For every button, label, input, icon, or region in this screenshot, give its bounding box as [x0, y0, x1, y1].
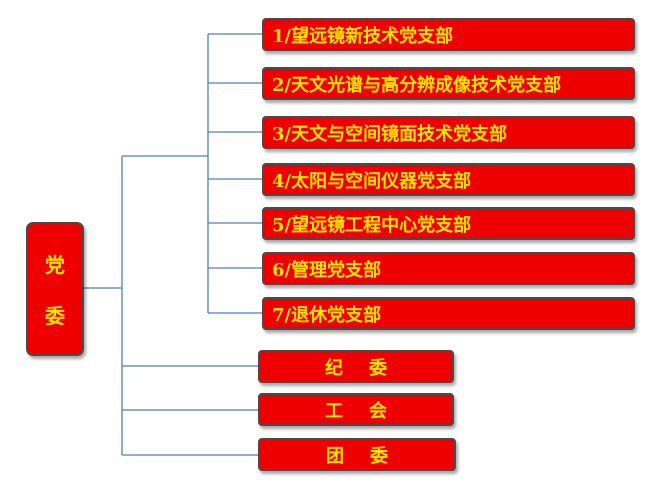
dept-node-6: 6/管理党支部 [262, 252, 635, 285]
dept-label: 1/望远镜新技术党支部 [272, 25, 454, 47]
dept-label: 6/管理党支部 [272, 259, 382, 281]
party-committee-char-1: 党 [45, 253, 65, 277]
dept-label: 5/望远镜工程中心党支部 [272, 214, 472, 236]
org-char-1: 团 [326, 445, 344, 467]
dept-label: 3/天文与空间镜面技术党支部 [272, 123, 508, 145]
org-char-1: 纪 [325, 357, 343, 379]
party-committee-node: 党 委 [26, 222, 84, 356]
dept-node-1: 1/望远镜新技术党支部 [262, 18, 635, 51]
labor-union-node: 工 会 [258, 393, 454, 426]
dept-label: 7/退休党支部 [272, 304, 382, 326]
org-char-2: 会 [369, 400, 387, 422]
dept-node-3: 3/天文与空间镜面技术党支部 [262, 116, 635, 149]
dept-node-2: 2/天文光谱与高分辨成像技术党支部 [262, 67, 635, 100]
dept-label: 2/天文光谱与高分辨成像技术党支部 [272, 74, 562, 96]
party-committee-char-2: 委 [45, 304, 65, 328]
dept-node-4: 4/太阳与空间仪器党支部 [262, 163, 635, 196]
dept-label: 4/太阳与空间仪器党支部 [272, 170, 472, 192]
org-char-2: 委 [370, 445, 388, 467]
dept-node-5: 5/望远镜工程中心党支部 [262, 207, 635, 240]
discipline-committee-node: 纪 委 [258, 350, 454, 383]
org-char-1: 工 [325, 400, 343, 422]
youth-league-node: 团 委 [258, 438, 456, 471]
org-char-2: 委 [369, 357, 387, 379]
dept-node-7: 7/退休党支部 [262, 297, 635, 330]
